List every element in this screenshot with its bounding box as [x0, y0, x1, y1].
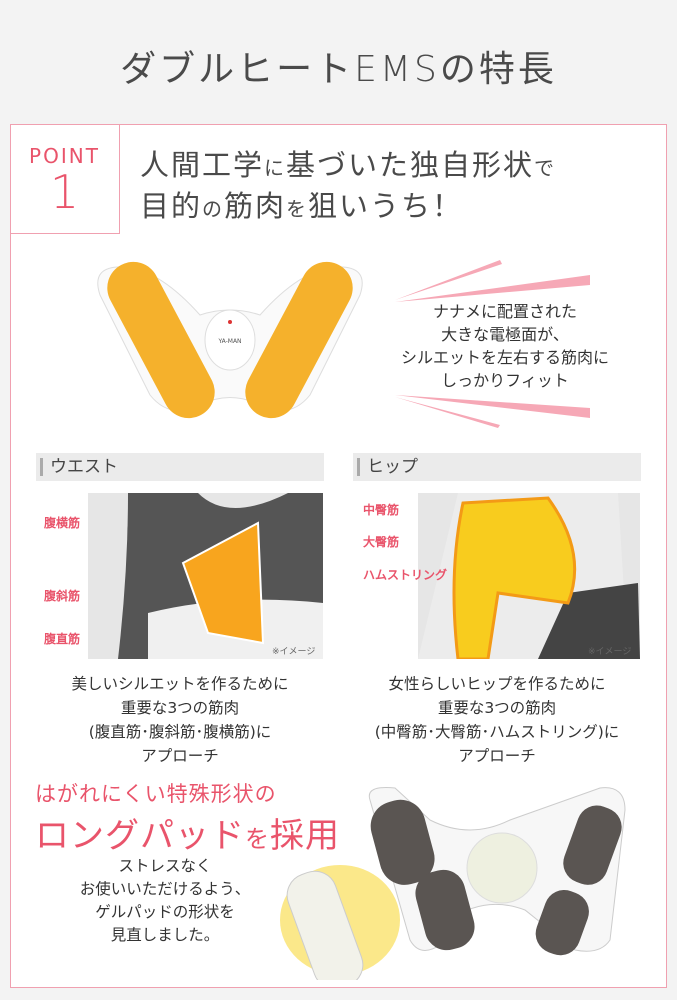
pad-subtitle: はがれにくい特殊形状の — [35, 782, 277, 806]
long-pad-image — [280, 787, 626, 980]
hip-section-header: ヒップ — [353, 453, 641, 481]
waist-description: 美しいシルエットを作るために重要な3つの筋肉(腹直筋･腹斜筋･腹横筋)にアプロー… — [71, 675, 289, 765]
point-label: POINT — [29, 144, 100, 168]
point-badge: POINT 1 — [10, 124, 120, 234]
headline-line1: 人間工学に基づいた独自形状で — [140, 148, 557, 182]
waist-image — [88, 493, 323, 659]
hip-description: 女性らしいヒップを作るために重要な3つの筋肉(中臀筋･大臀筋･ハムストリング)に… — [374, 675, 620, 765]
device-brand: YA-MAN — [217, 338, 241, 345]
headline-line2: 目的の筋肉を狙いうち！ — [140, 189, 464, 223]
ems-device-image: YA-MAN — [97, 261, 363, 419]
image-note: ※イメージ — [588, 647, 632, 657]
label-rectus-abdominis: 腹直筋 — [44, 632, 81, 646]
hip-image — [418, 493, 640, 659]
waist-section-header: ウエスト — [36, 453, 324, 481]
point-number: 1 — [49, 165, 80, 219]
label-gluteus-maximus: 大臀筋 — [363, 535, 400, 549]
image-note: ※イメージ — [272, 647, 316, 657]
callout-text: ナナメに配置された大きな電極面が、シルエットを左右する筋肉にしっかりフィット — [400, 302, 609, 390]
label-obliques: 腹斜筋 — [44, 589, 81, 603]
emphasis-lines — [395, 260, 590, 428]
page-title: ダブルヒートEMSの特長 — [120, 49, 557, 90]
pad-description: ストレスなくお使いいただけるよう、ゲルパッドの形状を見直しました。 — [79, 857, 251, 944]
pad-title: ロングパッドを採用 — [35, 816, 340, 856]
label-transverse-abdominis: 腹横筋 — [44, 516, 81, 530]
label-gluteus-medius: 中臀筋 — [363, 503, 400, 517]
label-hamstring: ハムストリング — [363, 568, 448, 582]
